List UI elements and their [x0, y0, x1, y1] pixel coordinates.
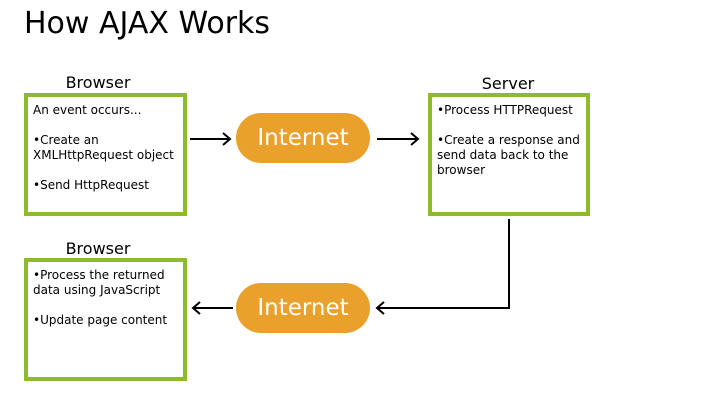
arrowhead-server-to-internet — [375, 301, 385, 315]
server-box: Process HTTPRequest Create a response an… — [428, 93, 590, 216]
bullet-icon — [437, 103, 444, 117]
create-response-line1: Create a response and — [444, 133, 580, 147]
bullet-icon — [33, 313, 40, 327]
arrow-server-return-line — [378, 219, 510, 309]
create-request-line1: Create an — [40, 133, 99, 147]
browser-caption-top: Browser — [65, 73, 131, 92]
create-response-line3: browser — [437, 163, 486, 177]
event-occurs-text: An event occurs... — [33, 103, 142, 117]
create-response-item: Create a response and send data back to … — [437, 133, 581, 178]
bullet-icon — [33, 133, 40, 147]
create-request-line2: XMLHttpRequest object — [33, 148, 174, 162]
bullet-icon — [33, 268, 40, 282]
send-request-text: Send HttpRequest — [40, 178, 149, 192]
internet-pill-top: Internet — [236, 113, 370, 163]
internet-pill-bottom: Internet — [236, 283, 370, 333]
process-returned-line1: Process the returned — [40, 268, 165, 282]
create-response-line2: send data back to the — [437, 148, 569, 162]
process-returned-line2: data using JavaScript — [33, 283, 161, 297]
send-request-item: Send HttpRequest — [33, 178, 178, 193]
bullet-icon — [33, 178, 40, 192]
update-content-text: Update page content — [40, 313, 168, 327]
arrowhead-internet-to-server — [410, 132, 420, 146]
bullet-icon — [437, 133, 444, 147]
browser-caption-bottom: Browser — [65, 239, 131, 258]
update-content-item: Update page content — [33, 313, 178, 328]
process-request-item: Process HTTPRequest — [437, 103, 581, 118]
browser-box-top: An event occurs... Create an XMLHttpRequ… — [24, 93, 187, 216]
arrowhead-internet-to-browser — [191, 301, 201, 315]
arrowhead-browser-to-internet — [222, 132, 232, 146]
create-request-item: Create an XMLHttpRequest object — [33, 133, 178, 163]
browser-box-bottom: Process the returned data using JavaScri… — [24, 258, 187, 381]
page-title: How AJAX Works — [24, 6, 271, 41]
process-returned-item: Process the returned data using JavaScri… — [33, 268, 178, 298]
server-caption: Server — [481, 74, 535, 93]
process-request-text: Process HTTPRequest — [444, 103, 573, 117]
